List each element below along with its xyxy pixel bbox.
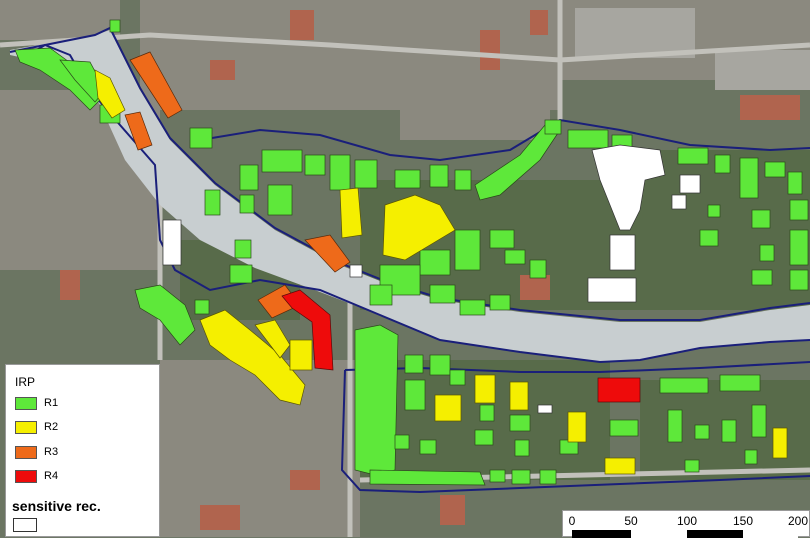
legend-swatch-r1 <box>15 397 37 410</box>
buildings-r4 <box>281 289 641 403</box>
legend-swatch-r2 <box>15 421 37 434</box>
scale-segment-3 <box>687 530 743 538</box>
red-roofs <box>60 10 800 530</box>
legend-label-r1: R1 <box>44 397 59 409</box>
legend-swatch-r3 <box>15 446 37 459</box>
scale-segment-4 <box>743 530 798 538</box>
legend-title: IRP <box>15 375 36 389</box>
legend-label-r3: R3 <box>44 446 59 458</box>
scale-tick-150: 150 <box>732 514 754 528</box>
scale-segment-1 <box>572 530 631 538</box>
scale-tick-0: 0 <box>568 514 576 528</box>
buildings-r2 <box>94 69 788 475</box>
sensitive-receptors <box>162 144 701 414</box>
legend-sensitive-swatch <box>13 518 37 532</box>
legend-label-r4: R4 <box>44 470 59 482</box>
buildings-r3 <box>124 51 351 319</box>
scale-tick-200: 200 <box>787 514 809 528</box>
legend-sensitive-label: sensitive rec. <box>12 498 101 514</box>
map-legend: IRP R1 R2 R3 R4 sensitive rec. <box>5 364 160 537</box>
scale-bar: 0 50 100 150 200 <box>562 510 810 538</box>
legend-label-r2: R2 <box>44 421 59 433</box>
buildings-r1 <box>14 19 809 486</box>
parking-lots <box>575 8 810 90</box>
scale-tick-50: 50 <box>624 514 638 528</box>
scale-segment-2 <box>631 530 687 538</box>
scale-tick-100: 100 <box>676 514 698 528</box>
legend-swatch-r4 <box>15 470 37 483</box>
